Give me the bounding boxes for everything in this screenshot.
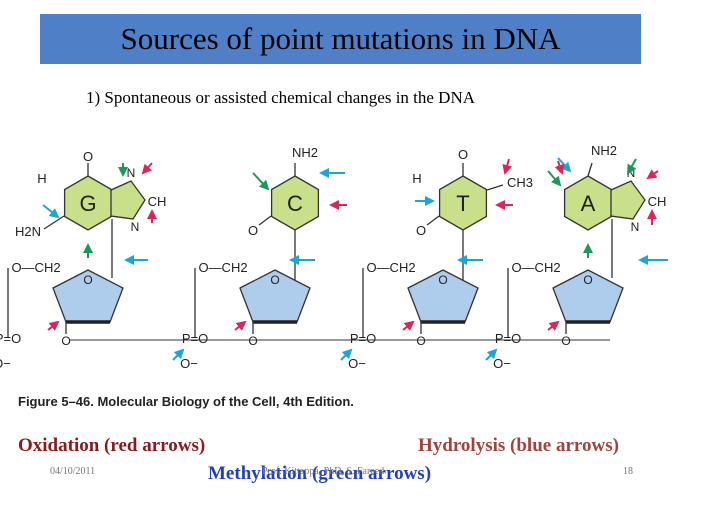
nh2-label: NH2 [591, 143, 617, 158]
deoxyribose-sugar [407, 269, 479, 323]
bond-line [258, 215, 272, 226]
o-label: O [248, 223, 258, 238]
o-label: O [416, 223, 426, 238]
deoxyribose-sugar [239, 269, 311, 323]
hydrolysis-arrow [42, 204, 60, 219]
slide-subtitle: 1) Spontaneous or assisted chemical chan… [86, 88, 476, 107]
phosphate-label: P=O [182, 331, 208, 346]
footer-page-number: 18 [623, 466, 633, 477]
ch-label: CH [648, 194, 667, 209]
n-label: N [127, 166, 136, 180]
o-minus-label: O− [0, 356, 11, 371]
phosphate-label: P=O [495, 331, 521, 346]
o-minus-label: O− [348, 356, 366, 371]
o-label: O [83, 149, 93, 164]
o-label: O [583, 273, 592, 287]
och2-label: O—CH2 [366, 260, 415, 275]
hydrolysis-arrow [340, 348, 353, 361]
h-label: H [412, 171, 421, 186]
deoxyribose-sugar [552, 269, 624, 323]
figure-caption: Figure 5–46. Molecular Biology of the Ce… [18, 394, 354, 409]
o-label: O [438, 273, 447, 287]
och2-label: O—CH2 [511, 260, 560, 275]
o-label: O [561, 334, 570, 348]
methylation-arrow [252, 172, 270, 191]
o-label: O [61, 334, 70, 348]
dna-mutation-diagram: CHNNGOHH2NOO—CH2P=OO−OCNH2OOO—CH2P=OO−OT… [0, 143, 668, 371]
ch3-label: CH3 [507, 175, 533, 190]
oxidation-arrow [234, 320, 247, 331]
o-label: O [416, 334, 425, 348]
imidazole-ring [110, 180, 146, 220]
footer-date: 04/10/2011 [50, 466, 96, 477]
methylation-arrow [627, 158, 637, 175]
o-minus-label: O− [180, 356, 198, 371]
oxidation-arrow [547, 320, 560, 331]
phosphate-label: P=O [350, 331, 376, 346]
legend-methylation: Methylation (green arrows) [208, 463, 432, 484]
bond-line [587, 162, 593, 177]
base-letter-A: A [581, 191, 596, 216]
base-letter-C: C [287, 191, 303, 216]
o-label: O [458, 147, 468, 162]
och2-label: O—CH2 [198, 260, 247, 275]
nh2-label: NH2 [292, 145, 318, 160]
imidazole-ring [610, 180, 646, 220]
bond-line [486, 184, 504, 191]
bond-line [426, 215, 440, 226]
n-label: N [131, 220, 140, 234]
o-label: O [270, 273, 279, 287]
och2-label: O—CH2 [11, 260, 60, 275]
oxidation-arrow [502, 158, 513, 175]
h2n-label: H2N [15, 224, 41, 239]
oxidation-arrow [554, 160, 565, 175]
legend-hydrolysis: Hydrolysis (blue arrows) [418, 435, 619, 456]
n-label: N [631, 220, 640, 234]
oxidation-arrow [47, 320, 60, 331]
slide-title: Sources of point mutations in DNA [120, 21, 561, 56]
legend-oxidation: Oxidation (red arrows) [18, 435, 206, 456]
phosphate-label: P=O [0, 331, 21, 346]
oxidation-arrow [646, 169, 659, 180]
h-label: H [37, 171, 46, 186]
ch-label: CH [148, 194, 167, 209]
base-letter-T: T [456, 191, 469, 216]
oxidation-arrow [141, 162, 153, 175]
hydrolysis-arrow [485, 348, 498, 361]
base-letter-G: G [79, 191, 96, 216]
o-label: O [83, 273, 92, 287]
methylation-arrow [547, 170, 562, 187]
title-bar: Sources of point mutations in DNA [40, 14, 641, 64]
o-minus-label: O− [493, 356, 511, 371]
oxidation-arrow [402, 320, 415, 331]
o-label: O [248, 334, 257, 348]
bond-line [43, 215, 65, 230]
hydrolysis-arrow [172, 348, 185, 361]
deoxyribose-sugar [52, 269, 124, 323]
footer-center: Prof. Kittappa, PhD, S. Fareed [262, 466, 385, 477]
